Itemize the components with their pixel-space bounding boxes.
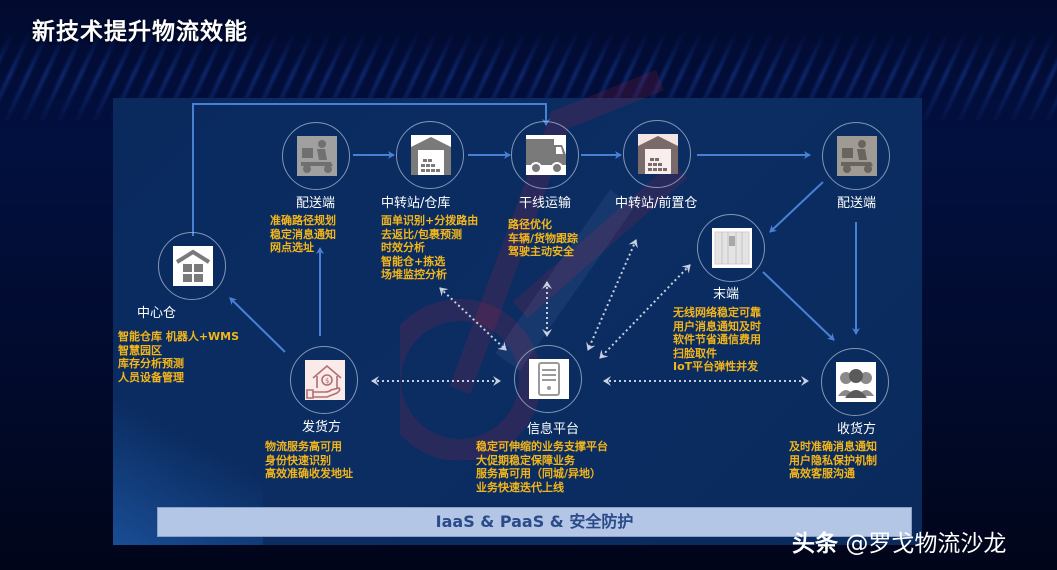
details-receiver: 及时准确消息通知用户隐私保护机制高效客服沟通: [789, 440, 877, 480]
credit-source: 头条: [792, 531, 838, 557]
server-icon: [529, 359, 569, 399]
people-group-icon: [836, 362, 876, 402]
label-info-platform: 信息平台: [527, 422, 580, 437]
delivery-scooter-icon: [837, 136, 877, 176]
source-credit: 头条 @罗戈物流沙龙: [792, 524, 1006, 558]
label-terminal: 末端: [713, 287, 740, 302]
warehouse-icon: [638, 134, 678, 174]
node-transit-warehouse[interactable]: [396, 121, 464, 189]
node-receiver[interactable]: [821, 348, 889, 416]
house-money-hand-icon: $: [305, 360, 345, 400]
page-title: 新技术提升物流效能: [32, 19, 248, 45]
node-delivery-1[interactable]: [282, 122, 350, 190]
credit-handle: @罗戈物流沙龙: [845, 531, 1007, 557]
label-central-warehouse: 中心仓: [137, 306, 177, 321]
details-delivery-1: 准确路径规划稳定消息通知网点选址: [270, 214, 336, 254]
label-trunk-transport: 干线运输: [519, 196, 572, 211]
details-shipper: 物流服务高可用身份快速识别高效准确收发地址: [265, 440, 353, 480]
label-transit-warehouse: 中转站/仓库: [381, 196, 451, 211]
label-delivery-2: 配送端: [837, 196, 877, 211]
label-delivery-1: 配送端: [296, 196, 336, 211]
node-delivery-2[interactable]: [822, 122, 890, 190]
node-info-platform[interactable]: [514, 345, 582, 413]
details-trunk-transport: 路径优化车辆/货物跟踪驾驶主动安全: [508, 218, 579, 258]
node-transit-front-warehouse[interactable]: [623, 120, 691, 188]
node-central-warehouse[interactable]: [158, 232, 226, 300]
node-shipper[interactable]: $: [290, 346, 358, 414]
infrastructure-bar: IaaS & PaaS & 安全防护: [157, 507, 912, 537]
delivery-scooter-icon: [297, 136, 337, 176]
details-transit-warehouse: 面单识别+分拨路由去返比/包裹预测时效分析 智能仓+拣选场堆监控分析: [381, 214, 479, 281]
node-trunk-transport[interactable]: [511, 121, 579, 189]
truck-icon: [526, 135, 566, 175]
parcel-locker-icon: [712, 228, 752, 268]
label-transit-front-warehouse: 中转站/前置仓: [615, 196, 698, 211]
svg-text:$: $: [325, 377, 329, 385]
label-shipper: 发货方: [302, 420, 342, 435]
warehouse-icon: [173, 246, 213, 286]
warehouse-icon: [411, 135, 451, 175]
details-info-platform: 稳定可伸缩的业务支撑平台大促期稳定保障业务 服务高可用（同城/异地）业务快速迭代…: [476, 440, 608, 494]
node-terminal[interactable]: [697, 214, 765, 282]
label-receiver: 收货方: [837, 422, 877, 437]
